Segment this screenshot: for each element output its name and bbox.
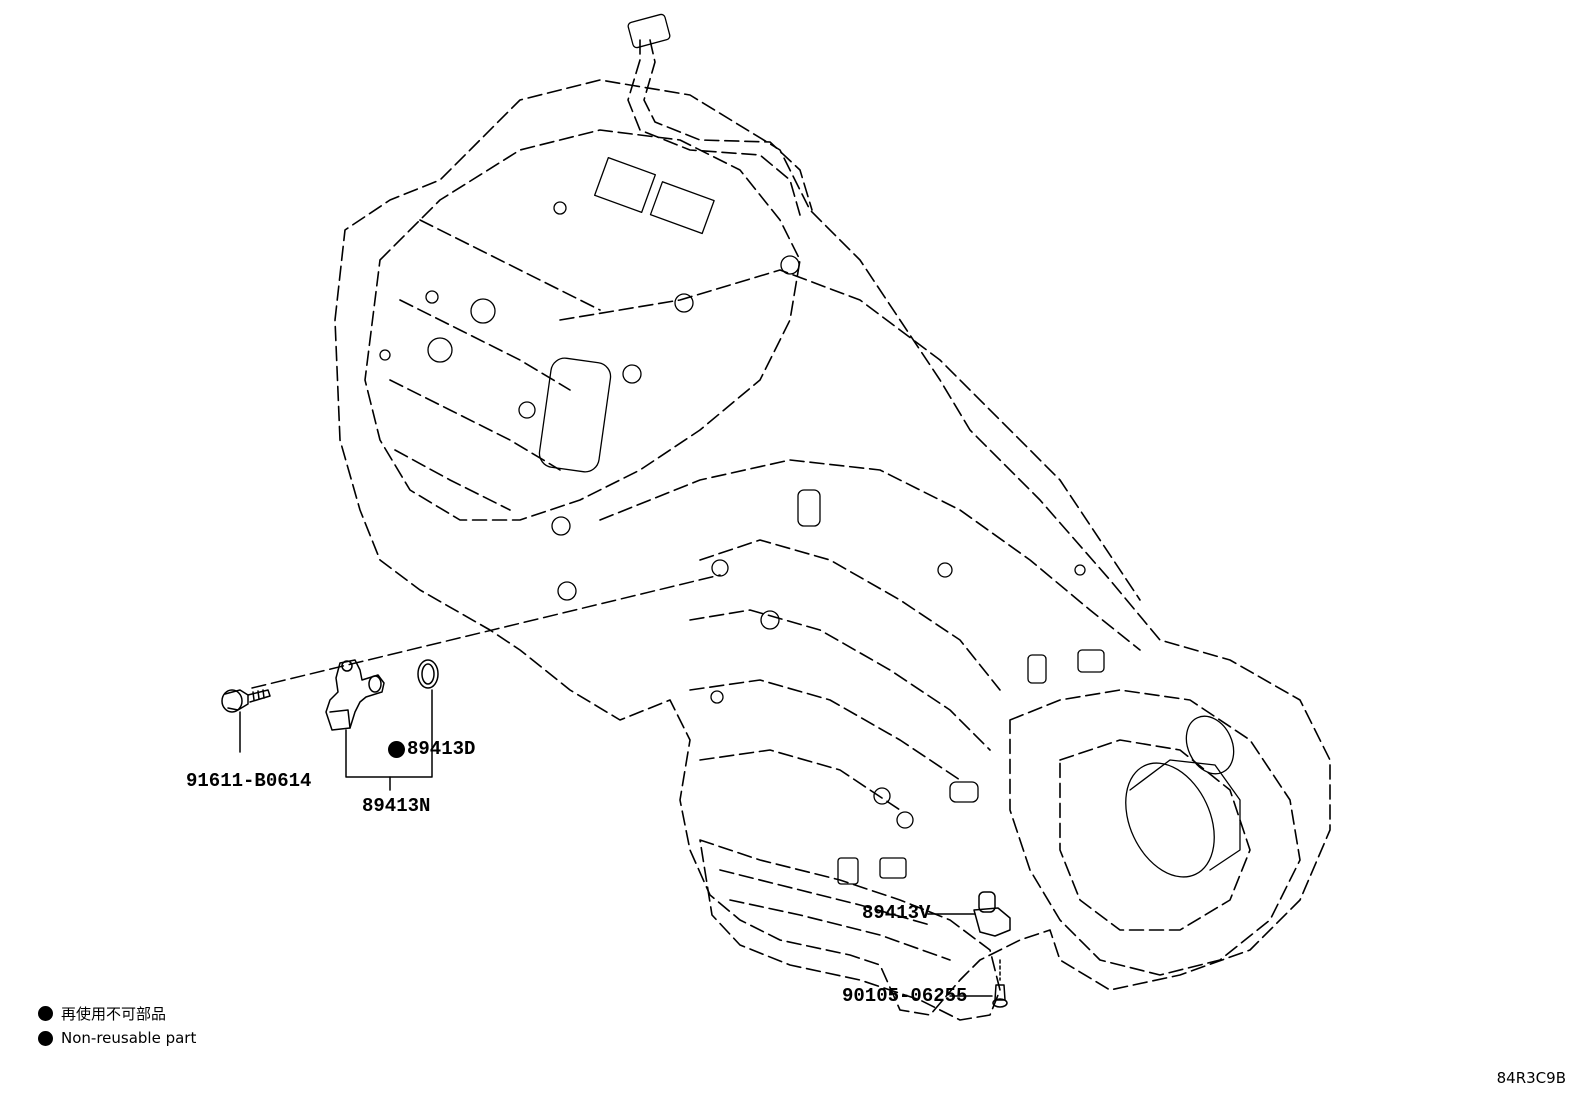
legend-en: Non-reusable part <box>38 1029 196 1047</box>
speed-sensor-icon <box>325 659 385 731</box>
filled-circle-icon <box>38 1006 53 1021</box>
housing-details <box>379 13 1241 885</box>
figure-code: 84R3C9B <box>1496 1069 1566 1087</box>
exploded-parts-lower <box>927 891 1011 1008</box>
part-number-89413D-group[interactable]: 89413D <box>388 738 475 760</box>
part-number-91611-B0614[interactable]: 91611-B0614 <box>186 770 312 792</box>
filled-circle-icon <box>38 1030 53 1046</box>
transmission-housing <box>334 39 1331 1021</box>
legend-jp-text: 再使用不可部品 <box>61 1005 167 1023</box>
speed-sensor-lower-icon <box>973 891 1011 937</box>
bolt-icon <box>221 689 271 713</box>
part-number-89413N[interactable]: 89413N <box>362 795 431 817</box>
legend-en-text: Non-reusable part <box>61 1029 197 1047</box>
bolt-lower-icon <box>992 984 1008 1008</box>
o-ring-icon <box>417 659 439 689</box>
part-number-90105-06255[interactable]: 90105-06255 <box>842 985 968 1007</box>
exploded-parts-left <box>221 574 721 791</box>
part-number-89413V[interactable]: 89413V <box>862 902 931 924</box>
legend-jp: 再使用不可部品 <box>38 1003 166 1024</box>
filled-circle-icon <box>388 740 405 758</box>
part-number-89413D: 89413D <box>407 738 476 760</box>
